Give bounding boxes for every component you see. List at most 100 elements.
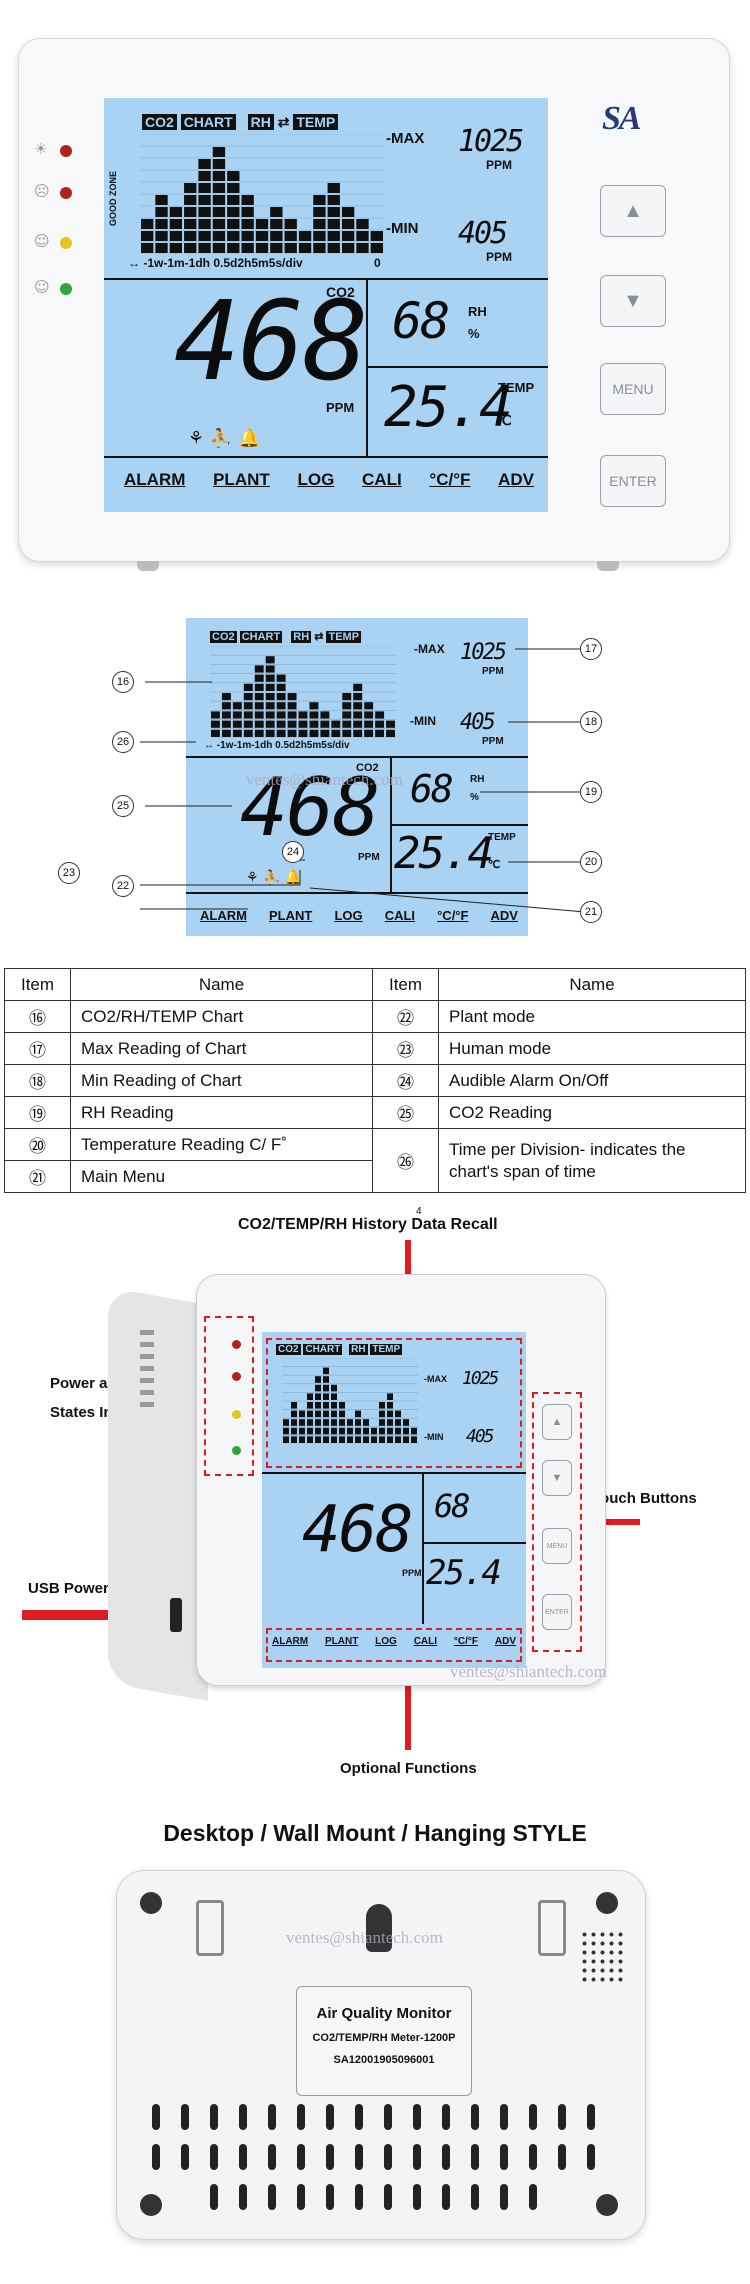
keyhole-right [538,1900,566,1956]
chart-bar [341,219,355,229]
chart-bar [309,720,319,728]
chart-bar [212,243,226,253]
up-button[interactable]: ▲ [600,185,666,237]
chart-bar [341,243,355,253]
hanging-hole [366,1904,392,1952]
chart-bar [387,1427,393,1435]
chart-bar [212,231,226,241]
led-indicator-box [204,1316,254,1476]
chart-bar [283,1436,289,1443]
chart-bar [307,1419,313,1426]
callout-24: 24 [282,841,304,863]
callout-20: 20 [580,851,602,873]
chart-bar [320,711,330,719]
down-button[interactable]: ▼ [600,275,666,327]
menu-plant[interactable]: PLANT [213,470,270,489]
chart-bar [254,674,264,682]
chart-bar [212,219,226,229]
chart-bar [255,219,269,229]
detail-min-ppm: PPM [482,736,504,747]
vent-slot [471,2104,479,2130]
menu-button[interactable]: MENU [600,363,666,415]
detail-menu-plant: PLANT [269,908,313,923]
chart-bar [315,1427,321,1435]
back-hole-br [596,2194,618,2216]
chart-bar [198,195,211,205]
vent-slot [529,2104,537,2130]
chart-bar [254,683,264,691]
table-row: ㉑ Main Menu [4,1160,746,1193]
chart-bar [331,1384,337,1392]
vent-slot [297,2104,305,2130]
chart-bar [298,711,308,719]
chart-bar [347,1427,353,1435]
chart-bar [315,1436,321,1443]
vent-slot [442,2184,450,2210]
col-name: Name [70,968,373,1001]
callout-19: 19 [580,781,602,803]
item-name: Min Reading of Chart [70,1064,373,1097]
enter-button[interactable]: ENTER [600,455,666,507]
chart-bar [371,1427,377,1435]
chart-bar [331,1436,337,1443]
menu-cali[interactable]: CALI [362,470,402,489]
chart-bar [254,711,264,719]
time-axis: ↔ -1w-1m-1dh 0.5d2h5m5s/div [128,256,303,270]
chart-bar [184,231,197,241]
menu-adv[interactable]: ADV [498,470,534,489]
callout-18: 18 [580,711,602,733]
chart-bar [342,729,352,737]
vent-slots-side [140,1330,154,1410]
vent-slot [413,2104,421,2130]
chart-bar [356,243,369,253]
chart-bar [287,702,297,710]
chart-bar [291,1427,297,1435]
chart-bar [184,207,197,217]
menu-unit[interactable]: °C/°F [429,470,471,489]
menu-alarm[interactable]: ALARM [124,470,186,489]
chart-bar [395,1427,401,1435]
menu-log[interactable]: LOG [297,470,335,489]
vent-slot [326,2104,334,2130]
angled-menu-adv: ADV [494,1636,516,1647]
chart-bar [243,683,253,691]
angled-history-chart [282,1358,418,1444]
angled-up-button: ▲ [542,1404,572,1440]
chart-bar [327,231,340,241]
product-label: Air Quality Monitor CO2/TEMP/RH Meter-12… [296,1986,472,2096]
menu-area-box [266,1628,522,1662]
chart-bar [265,720,275,728]
angled-divider [262,1472,526,1474]
lcd-detail: CO2 CHART RH ⇄ TEMP -MAX -MIN 1025 PPM 4… [186,618,528,936]
chart-bar [284,243,297,253]
chart-bar [270,219,283,229]
chart-bar [411,1436,417,1443]
chart-bar [323,1427,329,1435]
table-row: ⑰ Max Reading of Chart ㉓ Human mode [4,1032,746,1065]
chart-bar [339,1410,345,1418]
vent-slot [239,2184,247,2210]
detail-mode-icons: ⚘ ⛹ 🔔 [246,870,302,886]
chart-bar [255,231,269,241]
divider-h [104,278,548,280]
chart-bar [299,1427,305,1435]
angled-led-3 [232,1410,241,1419]
vent-slot [152,2104,160,2130]
chart-bar [395,1436,401,1443]
chart-bar [227,243,240,253]
callout-26: 26 [112,731,134,753]
chart-bar [265,665,275,673]
back-hole-tl [140,1892,162,1914]
vent-slot [529,2144,537,2170]
detail-co2-ppm: PPM [358,852,380,863]
table-row: ⑳ Temperature Reading C/ F˚ ㉖ Time per D… [4,1128,746,1193]
alarm-bell-icon: 🔔 [238,428,261,449]
chart-bar [315,1410,321,1418]
chart-bar [323,1436,329,1443]
chart-bar [370,231,383,241]
detail-rh-percent: % [470,792,479,803]
chart-bar [353,729,363,737]
vent-slot [442,2104,450,2130]
vent-slot [384,2144,392,2170]
vent-slot [529,2184,537,2210]
